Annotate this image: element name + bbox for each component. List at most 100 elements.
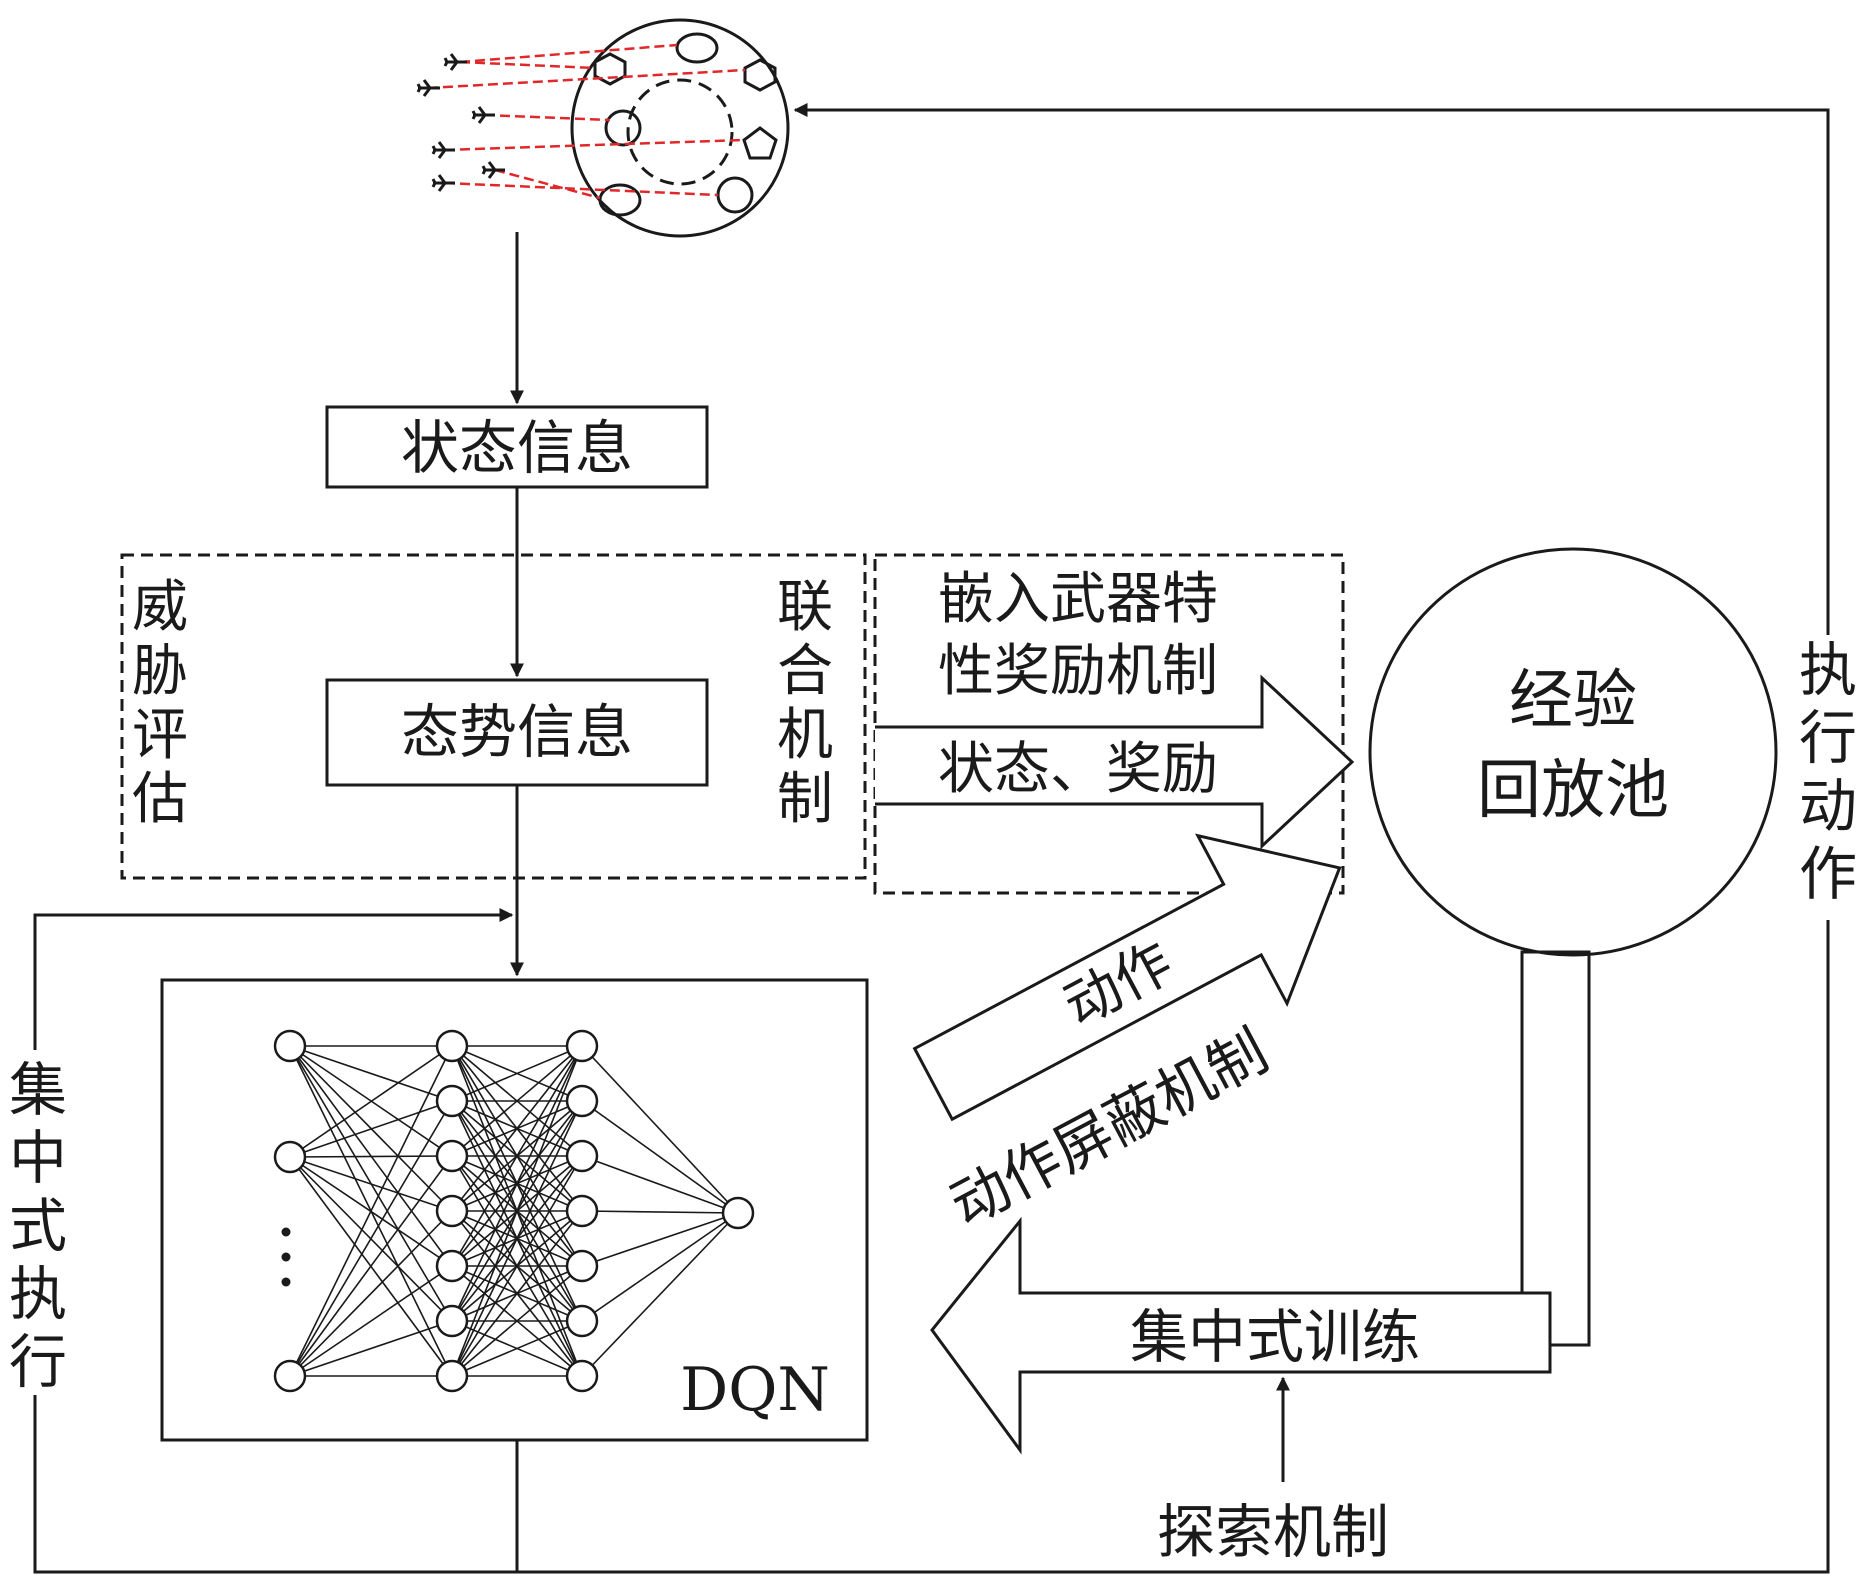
svg-text:作: 作 xyxy=(1799,840,1857,908)
replay-pool-stem xyxy=(1520,950,1591,1347)
network-edge xyxy=(451,1155,583,1377)
network-node xyxy=(565,1139,599,1173)
network-node xyxy=(435,1304,469,1338)
threat-eval-group xyxy=(120,553,867,880)
target-ellipse-icon xyxy=(598,183,642,217)
network-edge xyxy=(451,1045,583,1322)
network-edge xyxy=(289,1265,453,1377)
target-ellipse-icon xyxy=(675,32,719,64)
network-node xyxy=(435,1194,469,1228)
state-info-label: 状态信息 xyxy=(401,414,633,482)
aircraft-icon xyxy=(471,106,495,124)
central-exec-loop xyxy=(33,908,519,1574)
replay-pool-label-line1: 经验 xyxy=(1509,664,1637,738)
network-edge xyxy=(289,1045,453,1102)
threat-eval-label: 威 胁 评 估 xyxy=(132,575,188,832)
network-node xyxy=(435,1029,469,1063)
svg-text:动: 动 xyxy=(1799,772,1857,840)
network-edge xyxy=(451,1100,583,1377)
network-node xyxy=(565,1084,599,1118)
network-edge xyxy=(289,1045,453,1158)
situation-info-label: 态势信息 xyxy=(401,698,633,766)
battlefield-circle xyxy=(570,18,790,238)
replay-pool-circle xyxy=(1368,547,1778,957)
network-edge xyxy=(289,1320,453,1377)
network-edge xyxy=(289,1155,453,1158)
ellipsis-dot xyxy=(281,1227,291,1237)
network-node xyxy=(721,1196,755,1230)
ellipsis-dot xyxy=(281,1277,291,1287)
network-edge xyxy=(581,1212,739,1377)
network-node xyxy=(565,1029,599,1063)
svg-text:估: 估 xyxy=(132,767,188,832)
reward-mech-label-line1: 嵌入武器特 xyxy=(938,567,1218,632)
network-node xyxy=(273,1140,307,1174)
network-node xyxy=(565,1359,599,1393)
network-node xyxy=(435,1249,469,1283)
network-node xyxy=(435,1084,469,1118)
network-edge xyxy=(451,1210,583,1377)
aircraft-icon xyxy=(431,141,455,159)
svg-text:制: 制 xyxy=(777,767,833,832)
battlefield-scene xyxy=(416,18,790,238)
network-edge xyxy=(581,1045,739,1214)
central-train-label: 集中式训练 xyxy=(1130,1303,1420,1371)
network-edge xyxy=(451,1265,583,1377)
network-node xyxy=(273,1029,307,1063)
network-edge xyxy=(451,1045,583,1157)
execute-action-label-bg xyxy=(1798,635,1858,920)
explore-mech-label: 探索机制 xyxy=(1157,1498,1389,1566)
network-edge xyxy=(581,1210,739,1214)
svg-text:威: 威 xyxy=(132,575,188,640)
network-node xyxy=(435,1139,469,1173)
protected-zone-circle xyxy=(626,78,734,186)
network-node xyxy=(565,1304,599,1338)
joint-mech-label: 联 合 机 制 xyxy=(777,575,833,832)
network-edge xyxy=(289,1156,453,1212)
network-edge xyxy=(581,1212,739,1322)
svg-text:评: 评 xyxy=(132,703,188,768)
network-edge xyxy=(451,1045,583,1267)
network-edge xyxy=(581,1212,739,1267)
aircraft-icon xyxy=(481,161,505,179)
target-hexagon-icon xyxy=(743,58,777,92)
svg-text:胁: 胁 xyxy=(132,639,188,704)
network-edge xyxy=(289,1045,453,1377)
execute-action-label: 执 行 动 作 xyxy=(1799,636,1857,908)
svg-text:联: 联 xyxy=(777,575,833,640)
state-info-box xyxy=(325,405,709,489)
aircraft-icon xyxy=(416,79,440,97)
dqn-network xyxy=(273,1029,755,1393)
state-reward-label: 状态、奖励 xyxy=(938,737,1218,802)
svg-text:执: 执 xyxy=(1799,636,1857,704)
target-circle-icon xyxy=(604,109,642,147)
network-edge xyxy=(289,1155,453,1377)
network-edge xyxy=(451,1045,583,1102)
network-edge xyxy=(289,1100,453,1158)
replay-pool-label-line2: 回放池 xyxy=(1477,754,1669,828)
svg-text:式: 式 xyxy=(9,1192,67,1260)
central-exec-label-bg xyxy=(10,1050,70,1395)
network-node xyxy=(435,1359,469,1393)
central-exec-label: 集 中 式 执 行 xyxy=(9,1056,67,1396)
network-node xyxy=(565,1194,599,1228)
svg-text:集: 集 xyxy=(9,1056,67,1124)
aircraft-icons xyxy=(416,53,505,192)
network-edge xyxy=(451,1045,583,1212)
reward-mech-group xyxy=(873,553,1345,895)
target-pentagon-icon xyxy=(742,126,778,160)
network-edge xyxy=(289,1210,453,1377)
svg-text:中: 中 xyxy=(9,1124,67,1192)
network-node xyxy=(565,1249,599,1283)
network-edge xyxy=(451,1320,583,1377)
svg-text:行: 行 xyxy=(1799,704,1857,772)
central-train-arrow xyxy=(930,1216,1552,1455)
network-edge xyxy=(289,1100,453,1377)
target-circle-icon xyxy=(716,176,754,214)
svg-text:行: 行 xyxy=(9,1328,67,1396)
assignment-lines xyxy=(427,43,746,200)
network-edge xyxy=(581,1155,739,1214)
svg-text:合: 合 xyxy=(777,639,833,704)
aircraft-icon xyxy=(443,53,467,71)
